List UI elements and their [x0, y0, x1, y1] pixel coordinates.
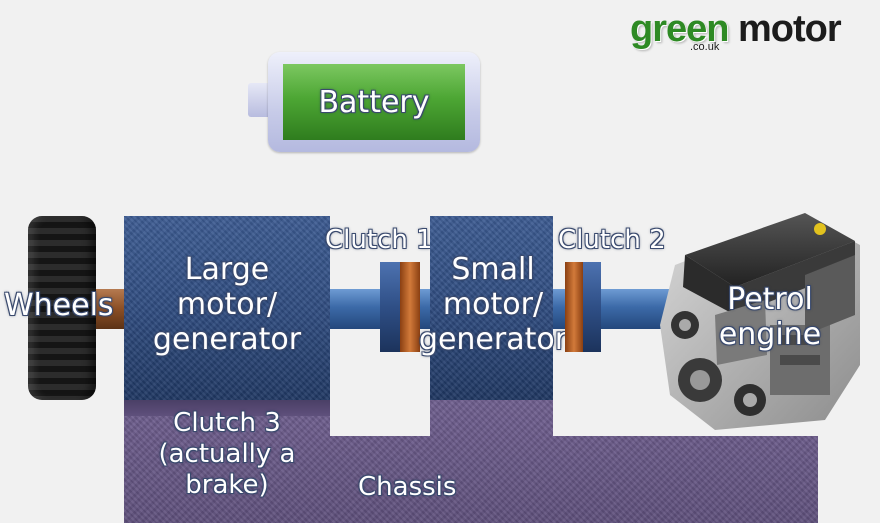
clutch2-label: Clutch 2 [558, 225, 666, 255]
battery-cell: Battery [283, 64, 465, 140]
wheels-label: Wheels [4, 288, 114, 323]
clutch1-plate [400, 262, 420, 352]
small-motor-generator [430, 216, 553, 400]
chassis-gap-1 [330, 400, 430, 436]
clutch2-plate [565, 262, 583, 352]
battery-label: Battery [318, 84, 430, 120]
clutch3-label: Clutch 3 (actually a brake) [158, 408, 296, 501]
clutch2-disc [583, 262, 601, 352]
wheel-tire [28, 216, 96, 400]
logo-green-text: green [630, 8, 729, 50]
small-motor-label: Small motor/ generator [418, 252, 568, 358]
battery-case: Battery [268, 52, 480, 152]
clutch1-disc [380, 262, 400, 352]
engine-icon [660, 213, 860, 430]
logo-motor-text: motor [738, 8, 842, 50]
clutch1-label: Clutch 1 [325, 225, 433, 255]
shaft-wheels [92, 289, 128, 329]
greenmotor-logo: green motor .co.uk [630, 8, 850, 58]
large-motor-generator [124, 216, 330, 406]
large-motor-label: Large motor/ generator [152, 252, 302, 358]
logo-domain-text: .co.uk [690, 41, 720, 53]
petrol-engine [655, 205, 865, 435]
engine-label: Petrol engine [718, 282, 822, 353]
large-motor-lower-band [124, 400, 330, 416]
chassis-label: Chassis [358, 472, 457, 502]
